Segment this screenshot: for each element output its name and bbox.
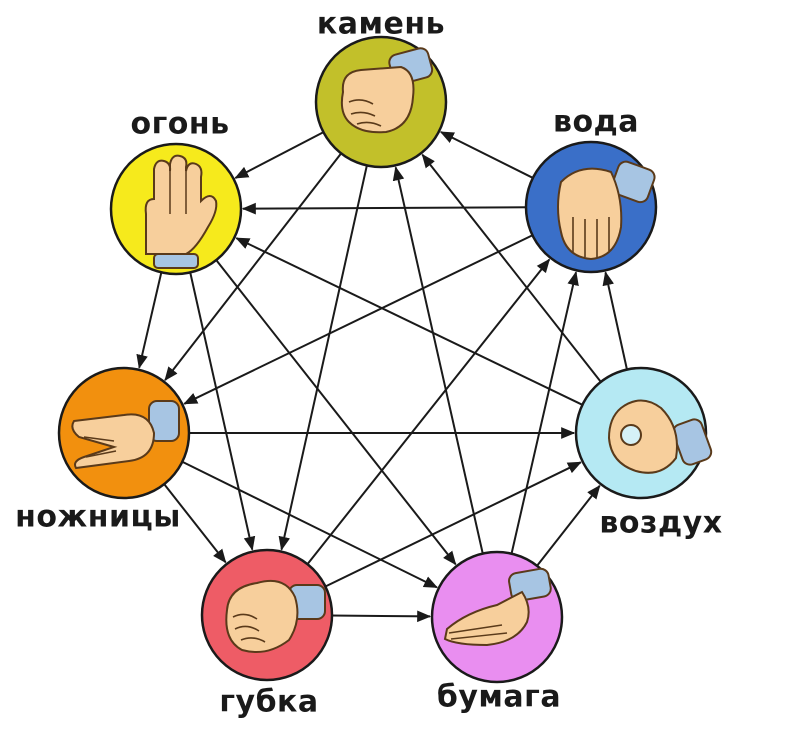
arrow-ogon-to-bumaga <box>214 257 457 566</box>
three-fingers-hand-icon <box>144 154 218 269</box>
arrow-bumaga-to-voda <box>510 271 579 556</box>
arrow-vozdukh-to-kamen <box>421 153 603 385</box>
arrow-voda-to-nozhnitsy <box>183 233 535 405</box>
arrow-gubka-to-bumaga <box>329 610 432 623</box>
label-gubka: губка <box>219 684 319 720</box>
node-kamen <box>314 35 448 169</box>
arrow-nozhnitsy-to-gubka <box>162 481 227 564</box>
arrow-kamen-to-gubka <box>278 163 369 551</box>
ok-hand-icon <box>607 399 713 474</box>
arrow-nozhnitsy-to-bumaga <box>180 460 438 589</box>
arrows-layer <box>136 130 629 623</box>
arrow-gubka-to-voda <box>305 258 551 567</box>
label-nozhnitsy: ножницы <box>15 499 181 535</box>
node-bumaga <box>430 550 564 684</box>
open-palm-icon <box>443 567 552 647</box>
arrow-kamen-to-ogon <box>234 130 326 179</box>
label-bumaga: бумага <box>436 679 562 715</box>
node-voda <box>524 140 658 274</box>
arrow-voda-to-kamen <box>439 131 536 180</box>
node-vozdukh <box>574 366 713 500</box>
label-vozdukh: воздух <box>599 505 723 541</box>
arrow-bumaga-to-vozdukh <box>535 484 601 569</box>
nodes-layer <box>57 35 713 684</box>
node-nozhnitsy <box>57 366 191 500</box>
scissors-hand-icon <box>71 400 180 470</box>
flat-hand-icon <box>557 160 656 261</box>
arrow-gubka-to-vozdukh <box>323 461 582 589</box>
arrow-voda-to-ogon <box>241 202 529 215</box>
arrow-ogon-to-nozhnitsy <box>136 270 163 369</box>
node-ogon <box>109 142 243 276</box>
arrow-vozdukh-to-voda <box>602 271 629 372</box>
arrow-bumaga-to-kamen <box>392 166 485 556</box>
label-voda: вода <box>552 104 640 140</box>
fist-hand-icon <box>340 47 434 134</box>
arrow-kamen-to-nozhnitsy <box>164 151 344 382</box>
node-gubka <box>200 548 334 682</box>
label-kamen: камень <box>316 6 446 42</box>
arrow-ogon-to-gubka <box>188 270 256 551</box>
arrow-vozdukh-to-ogon <box>235 237 585 407</box>
label-ogon: огонь <box>130 106 230 142</box>
squeeze-hand-icon <box>225 579 326 653</box>
